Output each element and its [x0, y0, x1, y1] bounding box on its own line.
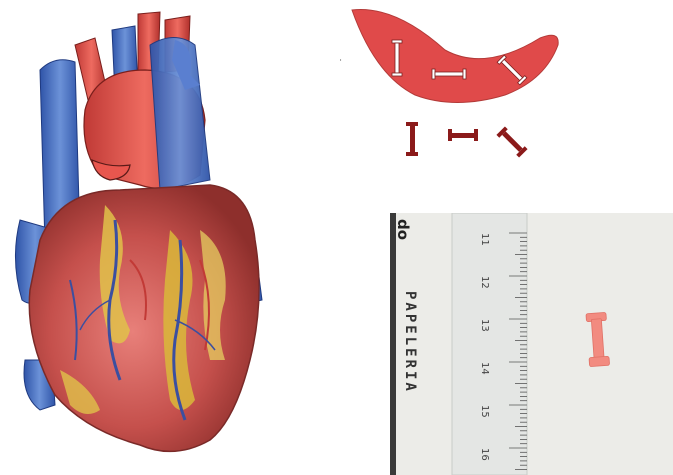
ruler-number: 14 — [479, 362, 490, 375]
tissue-strip — [352, 10, 558, 103]
heart-illustration — [0, 0, 350, 470]
specimen-photo: 11 12 13 14 15 16 do PAPELERIA — [390, 213, 673, 475]
tissue-strip-diagram — [340, 0, 580, 175]
brand-name: PAPELERIA — [402, 291, 418, 394]
ruler — [452, 213, 527, 475]
brand-partial: do — [394, 219, 412, 240]
specimen-vertical — [406, 122, 418, 156]
specimen-diagonal — [496, 126, 527, 157]
ruler-number: 12 — [479, 276, 490, 289]
heart-body — [29, 185, 259, 451]
specimen-horizontal — [448, 129, 478, 141]
ruler-number: 16 — [479, 448, 490, 461]
ruler-number: 13 — [479, 319, 490, 332]
ruler-number: 15 — [479, 405, 490, 418]
ruler-number: 11 — [479, 233, 490, 246]
